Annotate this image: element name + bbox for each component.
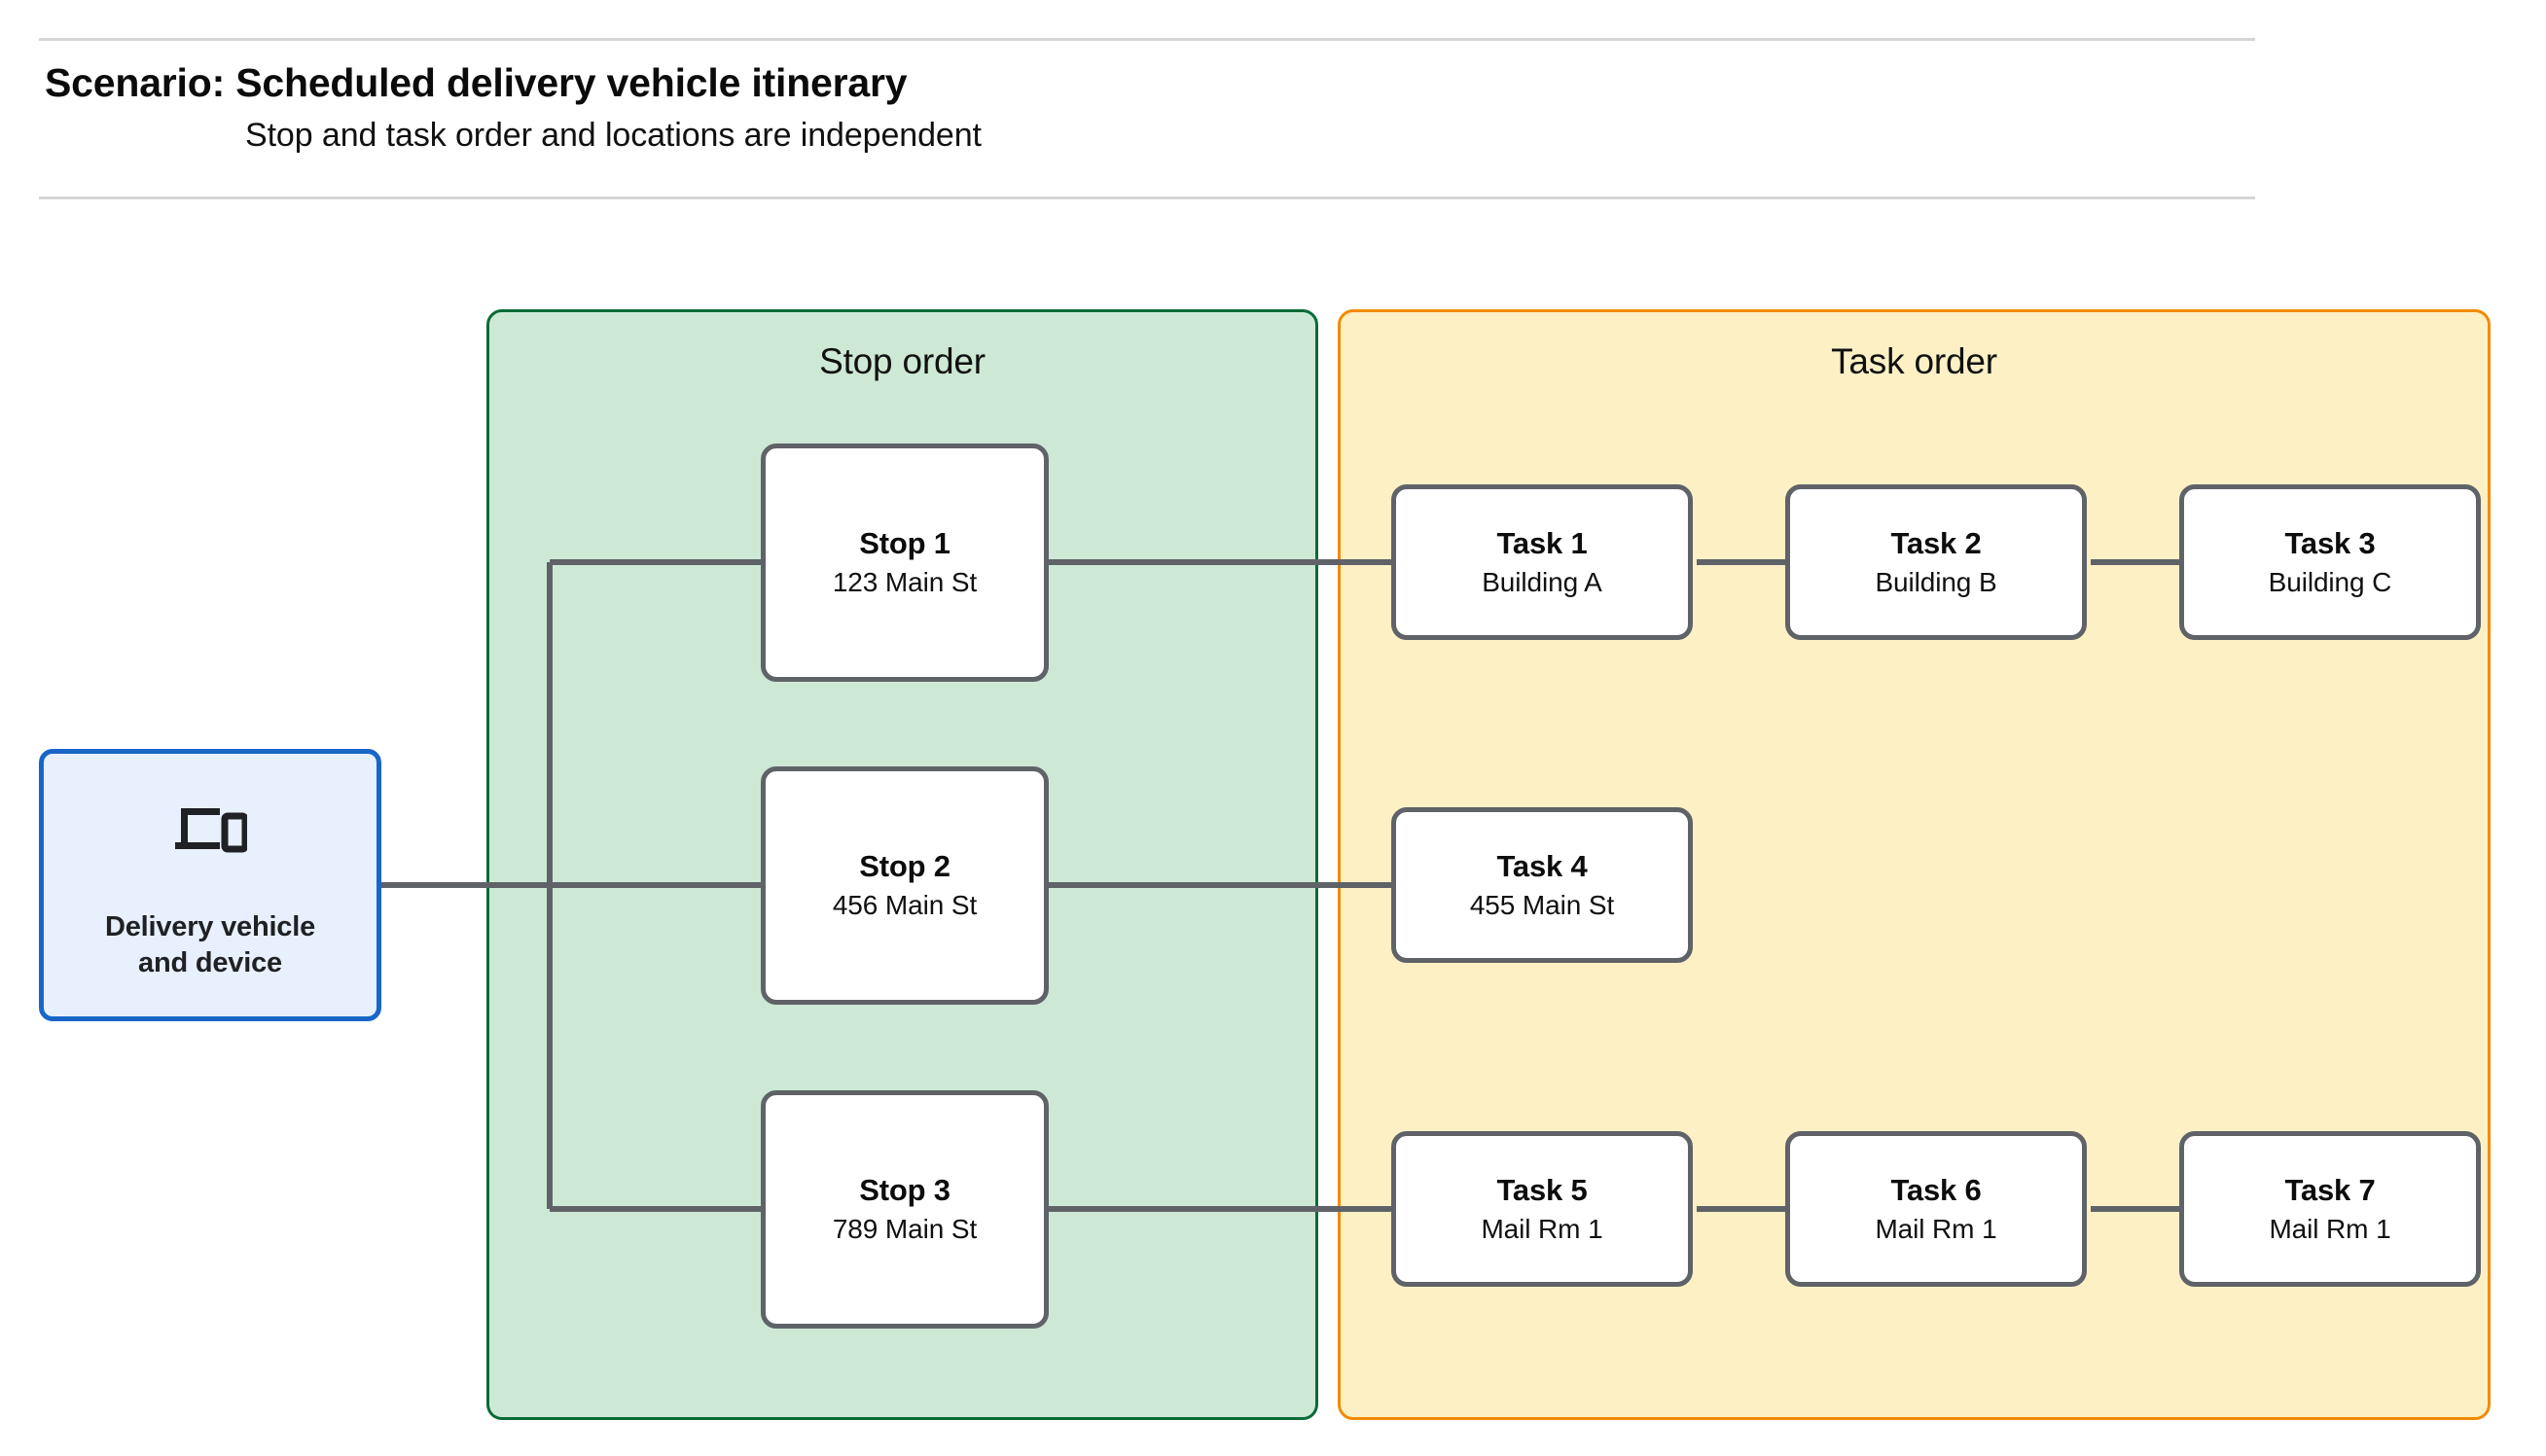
task-card-1-location: Building A: [1482, 566, 1602, 597]
stop-card-2[interactable]: Stop 2 456 Main St: [761, 766, 1049, 1005]
task-order-panel-title: Task order: [1831, 341, 1997, 381]
task-card-6-title: Task 6: [1890, 1172, 1982, 1207]
task-card-5-location: Mail Rm 1: [1481, 1213, 1603, 1244]
stop-card-2-location: 456 Main St: [832, 890, 978, 921]
page-title: Scenario: Scheduled delivery vehicle iti…: [45, 60, 908, 105]
page-subtitle: Stop and task order and locations are in…: [245, 117, 982, 154]
task-card-6-location: Mail Rm 1: [1875, 1213, 1997, 1244]
stop-card-1[interactable]: Stop 1 123 Main St: [761, 444, 1049, 682]
task-card-1[interactable]: Task 1 Building A: [1391, 484, 1693, 640]
task-card-3-title: Task 3: [2284, 525, 2376, 560]
task-card-7[interactable]: Task 7 Mail Rm 1: [2179, 1131, 2481, 1287]
task-card-2[interactable]: Task 2 Building B: [1785, 484, 2087, 640]
stop-card-1-title: Stop 1: [859, 526, 950, 561]
task-card-5[interactable]: Task 5 Mail Rm 1: [1391, 1131, 1693, 1287]
stop-card-2-title: Stop 2: [859, 849, 950, 884]
task-card-6[interactable]: Task 6 Mail Rm 1: [1785, 1131, 2087, 1287]
task-card-7-title: Task 7: [2284, 1172, 2376, 1207]
task-card-3[interactable]: Task 3 Building C: [2179, 484, 2481, 640]
task-card-4[interactable]: Task 4 455 Main St: [1391, 807, 1693, 963]
delivery-vehicle-label-line1: Delivery vehicle: [104, 911, 316, 942]
stop-card-3-location: 789 Main St: [832, 1214, 978, 1245]
delivery-vehicle-node[interactable]: Delivery vehicle and device: [39, 749, 381, 1021]
header-divider-bottom: [39, 196, 2255, 199]
header-divider-top: [39, 38, 2255, 41]
delivery-vehicle-label: Delivery vehicle and device: [105, 909, 315, 981]
task-card-1-title: Task 1: [1496, 525, 1588, 560]
task-card-7-location: Mail Rm 1: [2269, 1213, 2391, 1244]
stop-card-3[interactable]: Stop 3 789 Main St: [761, 1090, 1049, 1329]
delivery-vehicle-label-line2: and device: [138, 947, 282, 979]
task-card-4-title: Task 4: [1496, 848, 1588, 883]
stop-order-panel-title: Stop order: [819, 341, 986, 381]
devices-icon: [175, 808, 247, 853]
task-card-2-location: Building B: [1875, 566, 1997, 597]
stop-card-1-location: 123 Main St: [832, 567, 978, 598]
task-card-3-location: Building C: [2268, 566, 2392, 597]
stop-card-3-title: Stop 3: [859, 1173, 950, 1208]
task-card-5-title: Task 5: [1496, 1172, 1588, 1207]
task-card-4-location: 455 Main St: [1469, 889, 1615, 920]
task-card-2-title: Task 2: [1890, 525, 1982, 560]
